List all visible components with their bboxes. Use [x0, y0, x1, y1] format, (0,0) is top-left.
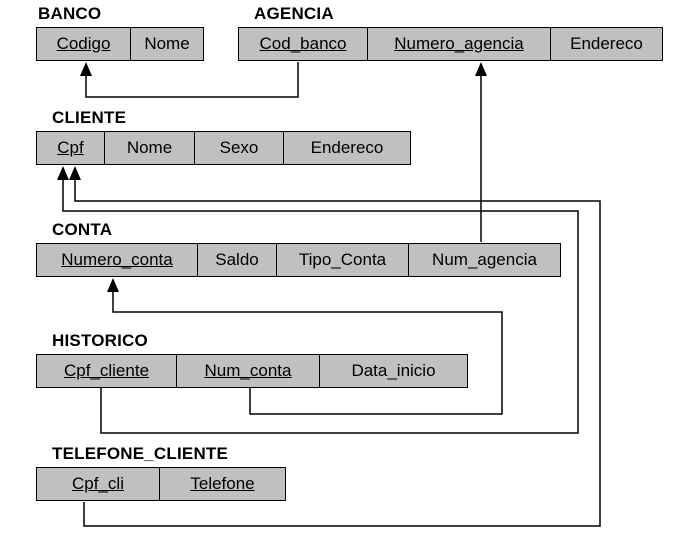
column-cpf-cli: Cpf_cli — [37, 468, 160, 500]
arrowhead-icon — [107, 278, 119, 292]
column-numero-conta: Numero_conta — [37, 244, 198, 276]
column-telefone: Telefone — [190, 474, 255, 493]
column-cpf: Cpf — [37, 132, 105, 164]
table-banco: Codigo Nome — [36, 27, 204, 61]
column-num-conta: Num_conta — [177, 355, 320, 387]
arrowhead-icon — [475, 62, 487, 76]
table-telefone-cliente: Cpf_cli Telefone — [36, 467, 286, 501]
column-endereco: Endereco — [310, 138, 384, 157]
table-historico: Cpf_cliente Num_conta Data_inicio — [36, 354, 468, 388]
table-title-conta: CONTA — [52, 220, 113, 239]
column-tipo-conta: Tipo_Conta — [277, 244, 409, 276]
column-num-agencia: Num_agencia — [432, 250, 537, 269]
arrowhead-icon — [69, 166, 81, 180]
column-data-inicio: Data_inicio — [351, 361, 436, 380]
column-sexo: Sexo — [195, 132, 284, 164]
column-codigo: Codigo — [37, 28, 131, 60]
table-title-historico: HISTORICO — [52, 331, 148, 350]
fk-line-historico-conta — [112, 280, 503, 415]
column-cod-banco: Cod_banco — [239, 28, 368, 60]
arrowhead-icon — [57, 166, 69, 180]
column-saldo: Saldo — [198, 244, 277, 276]
table-agencia: Cod_banco Numero_agencia Endereco — [238, 27, 663, 61]
table-title-cliente: CLIENTE — [52, 108, 127, 127]
column-cpf-cliente: Cpf_cliente — [37, 355, 177, 387]
table-conta: Numero_conta Saldo Tipo_Conta Num_agenci… — [36, 243, 561, 277]
table-title-banco: BANCO — [38, 4, 102, 23]
column-nome: Nome — [144, 34, 190, 53]
table-title-agencia: AGENCIA — [254, 4, 334, 23]
fk-line-historico-cliente — [62, 168, 579, 434]
fk-line-agencia-banco — [85, 62, 299, 98]
column-nome: Nome — [105, 132, 195, 164]
column-endereco: Endereco — [570, 34, 643, 53]
table-title-telefone-cliente: TELEFONE_CLIENTE — [52, 444, 229, 463]
arrowhead-icon — [80, 62, 92, 76]
column-numero-agencia: Numero_agencia — [368, 28, 551, 60]
table-cliente: Cpf Nome Sexo Endereco — [36, 131, 411, 165]
